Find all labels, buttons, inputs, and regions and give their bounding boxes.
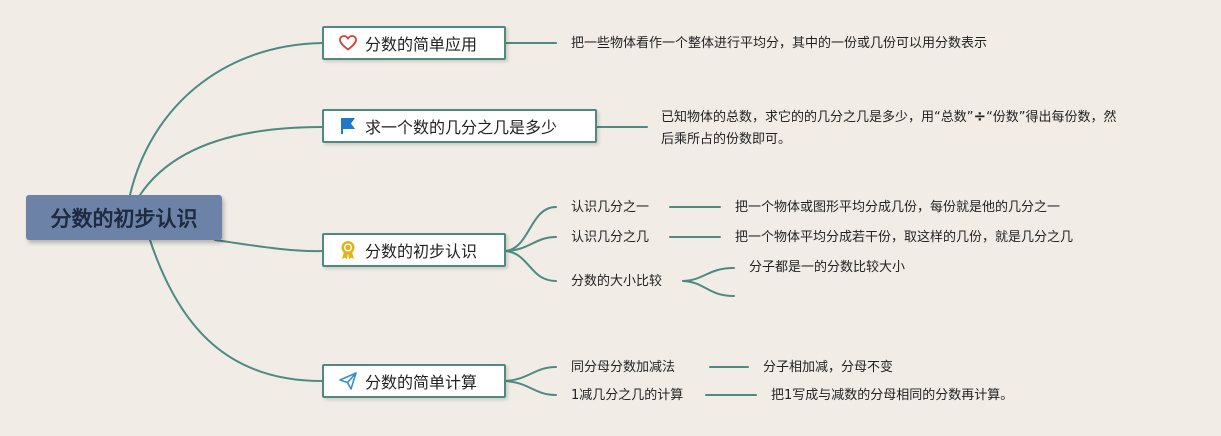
topic2-note-line1: 已知物体的总数，求它的的几分之几是多少，用“总数”÷“份数”得出每份数，然 xyxy=(661,107,1117,125)
topic-fraction-of-number[interactable]: 求一个数的几分之几是多少 xyxy=(322,109,597,143)
subtopic-one-minus-note: 把1写成与减数的分母相同的分数再计算。 xyxy=(771,388,1014,403)
branch-topic3-child2 xyxy=(505,236,557,252)
topic-simple-calculation[interactable]: 分数的简单计算 xyxy=(322,364,506,398)
subtopic-compare[interactable]: 分数的大小比较 xyxy=(571,274,663,289)
topic-label: 分数的简单应用 xyxy=(365,35,478,54)
branch-topic4-child1 xyxy=(505,366,557,382)
root-topic[interactable]: 分数的初步认识 xyxy=(26,195,222,240)
topic-label: 分数的简单计算 xyxy=(365,373,478,392)
branch-topic3-child3 xyxy=(505,250,557,282)
subtopic-one-minus[interactable]: 1减几分之几的计算 xyxy=(571,388,684,403)
branch-root-topic4 xyxy=(149,239,323,382)
branch-topic4-child2 xyxy=(505,380,557,396)
subtopic-compare-note: 分子都是一的分数比较大小 xyxy=(749,260,906,275)
branch-root-topic2 xyxy=(139,126,323,196)
topic-label: 求一个数的几分之几是多少 xyxy=(365,118,558,137)
branch-topic3-child1 xyxy=(505,206,557,252)
paper-plane-icon xyxy=(338,371,358,391)
subtopic-one-part-note: 把一个物体或图形平均分成几份，每份就是他的几分之一 xyxy=(735,200,1061,215)
subtopic-same-denominator-note: 分子相加减，分母不变 xyxy=(763,360,894,375)
topic-label: 分数的初步认识 xyxy=(365,242,478,261)
topic1-note: 把一些物体看作一个整体进行平均分，其中的一份或几份可以用分数表示 xyxy=(571,36,988,51)
subtopic-several-parts[interactable]: 认识几分之几 xyxy=(571,230,650,245)
heart-icon xyxy=(338,33,358,53)
topic2-note: 已知物体的总数，求它的的几分之几是多少，用“总数”÷“份数”得出每份数，然 后乘… xyxy=(661,105,1181,151)
flag-icon xyxy=(338,116,358,136)
branch-compare-down xyxy=(682,280,735,297)
divide-sign: ÷ xyxy=(973,107,987,125)
subtopic-one-part[interactable]: 认识几分之一 xyxy=(571,200,650,215)
branch-compare-up xyxy=(682,267,735,282)
branch-root-topic1 xyxy=(129,42,323,196)
topic-initial-understanding[interactable]: 分数的初步认识 xyxy=(322,233,506,267)
branch-root-topic3 xyxy=(214,239,323,253)
subtopic-same-denominator[interactable]: 同分母分数加减法 xyxy=(571,360,676,375)
topic2-note-line2: 后乘所占的份数即可。 xyxy=(661,132,792,147)
topic-simple-application[interactable]: 分数的简单应用 xyxy=(322,26,506,60)
subtopic-several-parts-note: 把一个物体平均分成若干份，取这样的几份，就是几分之几 xyxy=(735,230,1074,245)
award-ribbon-icon xyxy=(338,240,358,260)
